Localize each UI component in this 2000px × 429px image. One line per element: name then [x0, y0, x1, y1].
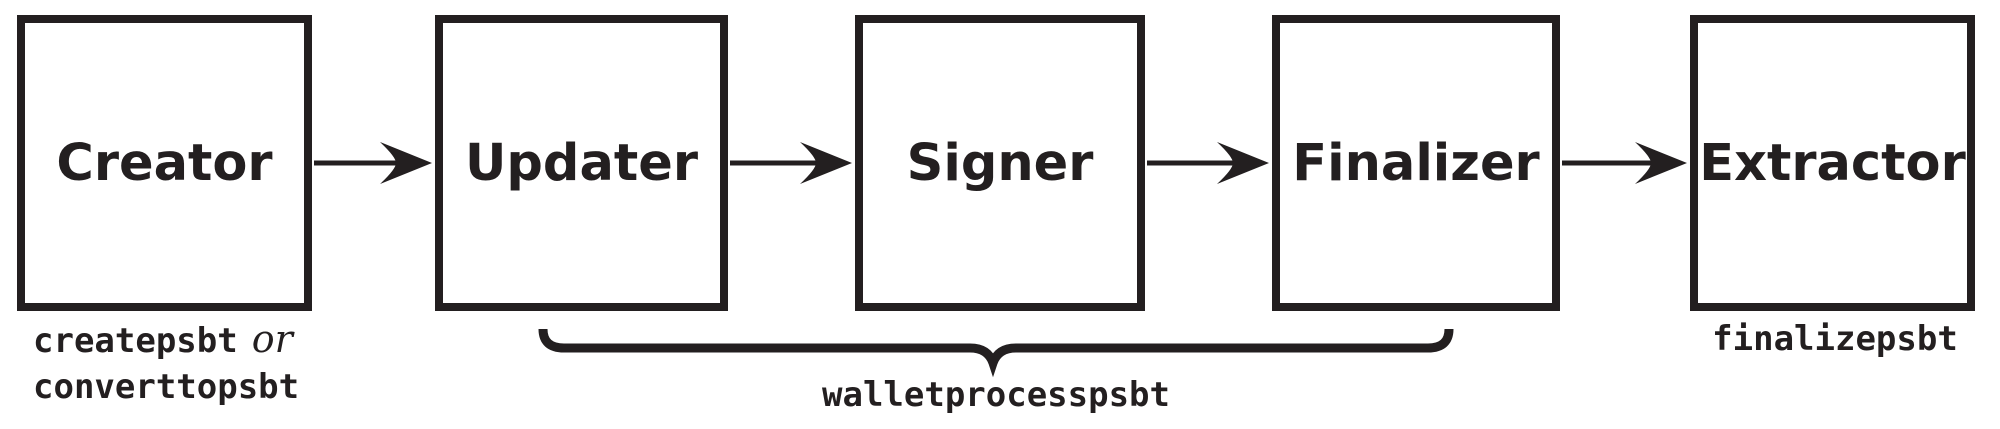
flow-box-creator-label: Creator [56, 133, 273, 193]
flow-box-updater: Updater [435, 15, 728, 311]
flow-box-extractor-label: Extractor [1699, 133, 1966, 193]
flow-box-creator: Creator [17, 15, 312, 311]
arrow-right-icon [1147, 142, 1269, 184]
creator-caption-line-2: converttopsbt [33, 364, 299, 410]
walletprocesspsbt-caption: walletprocesspsbt [822, 375, 1170, 415]
flow-box-updater-label: Updater [465, 133, 698, 193]
finalizepsbt-caption: finalizepsbt [1712, 319, 1958, 359]
arrow-right-icon [1562, 142, 1687, 184]
flow-box-finalizer: Finalizer [1272, 15, 1560, 311]
flow-box-extractor: Extractor [1690, 15, 1975, 311]
creator-caption-line-1: createpsbt or [33, 316, 299, 364]
flow-box-signer-label: Signer [906, 133, 1094, 193]
creator-caption: createpsbt or converttopsbt [33, 316, 299, 410]
flow-box-finalizer-label: Finalizer [1292, 133, 1540, 193]
arrow-right-icon [314, 142, 432, 184]
arrow-right-icon [730, 142, 852, 184]
conjunction-or: or [251, 317, 293, 361]
flow-box-signer: Signer [855, 15, 1145, 311]
command-createpsbt: createpsbt [33, 321, 238, 361]
underbrace-icon [538, 328, 1454, 378]
command-converttopsbt: converttopsbt [33, 367, 300, 407]
